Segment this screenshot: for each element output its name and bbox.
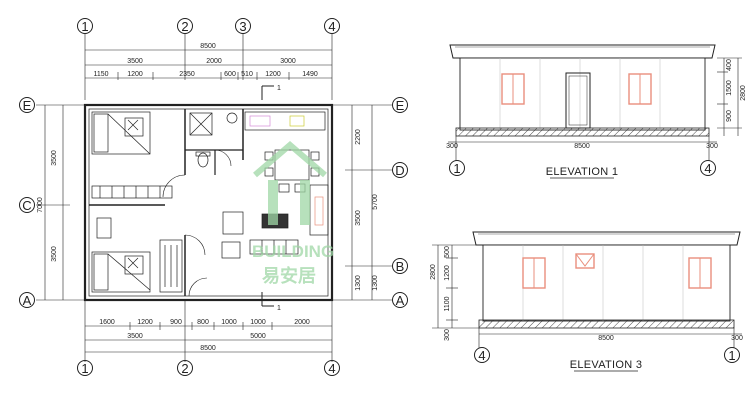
section-label-bottom: 1	[277, 305, 281, 312]
grid-axis-4-bottom: 4	[328, 361, 335, 376]
grid-axis-a-right: A	[396, 293, 405, 308]
left-grid-axes: E C A	[19, 97, 35, 308]
bottom-sub-dim-4: 800	[197, 319, 209, 326]
grid-axis-e-left: E	[23, 98, 32, 113]
section-mark-bottom: 1	[261, 292, 281, 312]
watermark: BUILDING 易安居	[252, 141, 334, 286]
right-dimensions	[332, 104, 392, 301]
grid-axis-b-right: B	[396, 259, 405, 274]
elev1-width: 8500	[574, 143, 590, 150]
bottom-sub-dim-5: 1000	[221, 319, 237, 326]
left-dim-1: 3500	[51, 150, 58, 166]
elev1-axis-left: 1	[453, 161, 460, 176]
grid-axis-1-top: 1	[81, 19, 88, 34]
elev1-axis-right: 4	[704, 161, 711, 176]
bottom-total-dim: 8500	[200, 345, 216, 352]
elev3-vert-2: 1200	[444, 265, 451, 281]
top-grid-axes: 1 2 3 4	[77, 18, 340, 34]
right-dim-3: 1300	[355, 275, 362, 291]
top-sub-dim-4: 600	[224, 71, 236, 78]
watermark-text-cn: 易安居	[262, 265, 316, 286]
elev3-window-small	[575, 253, 595, 269]
grid-axis-a-left: A	[23, 293, 32, 308]
elevation-3: 8500 300 500 1200 1100 300 2800 4 1 ELEV…	[430, 231, 743, 372]
watermark-text-en: BUILDING	[252, 242, 334, 261]
elev3-vert-3: 1100	[444, 296, 451, 311]
right-dim-2: 3500	[355, 210, 362, 226]
elev3-vert-4: 300	[444, 329, 451, 341]
top-sub-dim-5: 510	[241, 71, 253, 78]
bottom-dim-2: 5000	[250, 333, 266, 340]
right-dim-1: 2200	[355, 129, 362, 145]
elev1-right-dim: 300	[706, 143, 718, 150]
top-dim-3: 3000	[280, 58, 296, 65]
grid-axis-2-top: 2	[181, 19, 188, 34]
left-total-dim: 7000	[37, 197, 44, 213]
top-total-dim: 8500	[200, 43, 216, 50]
elev3-axis-left: 4	[478, 348, 485, 363]
elev3-axis-right: 1	[728, 348, 735, 363]
elev1-left-dim: 300	[446, 143, 458, 150]
bedroom-bottom	[91, 217, 183, 293]
top-sub-dim-3: 2350	[179, 71, 195, 78]
bathroom	[189, 112, 238, 168]
elev1-vert-total: 2800	[740, 85, 747, 101]
section-mark-top: 1	[261, 85, 281, 100]
top-sub-dim-1: 1150	[93, 71, 108, 78]
grid-axis-2-bottom: 2	[181, 361, 188, 376]
bottom-sub-dim-2: 1200	[137, 319, 153, 326]
grid-axis-e-right: E	[396, 98, 405, 113]
top-dimensions	[84, 34, 333, 100]
elev1-vert-1: 400	[726, 59, 733, 71]
elev3-vert-1: 500	[444, 246, 451, 258]
right-total-dim: 5700	[372, 194, 379, 210]
grid-axis-4-top: 4	[328, 19, 335, 34]
elev1-vert-2: 1500	[726, 80, 733, 96]
elevation-1: 8500 300 300 400 1500 900 2800 1 4 ELEVA…	[446, 44, 747, 179]
elev3-title: ELEVATION 3	[570, 359, 643, 371]
grid-axis-1-bottom: 1	[81, 361, 88, 376]
bottom-sub-dim-7: 2000	[294, 319, 310, 326]
top-dim-1: 3500	[127, 58, 143, 65]
section-label-top: 1	[277, 85, 281, 92]
elev3-vert-total: 2800	[430, 264, 437, 280]
elev1-vert-3: 900	[726, 110, 733, 122]
bottom-sub-dim-3: 900	[170, 319, 182, 326]
grid-axis-d-right: D	[395, 163, 404, 178]
elev3-width: 8500	[598, 335, 614, 342]
bottom-grid-axes: 1 2 4	[77, 360, 340, 376]
right-extra-dim: 1300	[372, 275, 379, 291]
bedroom-top	[91, 111, 173, 199]
elev3-right-dim: 300	[731, 335, 743, 342]
grid-axis-c-left: C	[22, 198, 31, 213]
left-dimensions	[36, 104, 85, 301]
right-grid-axes: E D B A	[392, 97, 408, 308]
top-dim-2: 2000	[206, 58, 222, 65]
bottom-dimensions	[84, 300, 333, 362]
top-sub-dim-6: 1200	[265, 71, 281, 78]
bottom-sub-dim-6: 1000	[250, 319, 266, 326]
floor-plan: 1 2 3 4 8500 3500 2000 3000 1	[19, 18, 408, 376]
grid-axis-3-top: 3	[239, 19, 246, 34]
left-dim-2: 3500	[51, 246, 58, 262]
top-sub-dim-2: 1200	[127, 71, 143, 78]
top-sub-dim-7: 1490	[302, 71, 318, 78]
bottom-dim-1: 3500	[127, 333, 143, 340]
bottom-sub-dim-1: 1600	[99, 319, 115, 326]
elev1-title: ELEVATION 1	[546, 166, 619, 178]
